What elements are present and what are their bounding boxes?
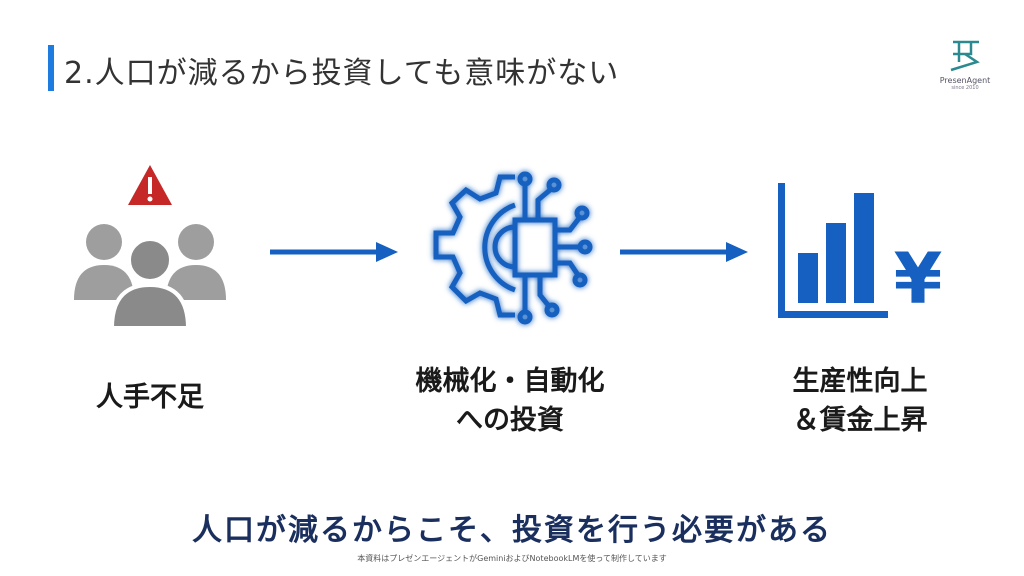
footer-credit: 本資料はプレゼンエージェントがGeminiおよびNotebookLMを使って制作…	[357, 554, 667, 563]
step-label-automation-investment: 機械化・自動化 への投資	[385, 362, 635, 440]
label-line: 人手不足	[96, 382, 204, 413]
label-line: ＆賃金上昇	[792, 405, 928, 437]
title-accent-bar	[48, 45, 54, 91]
step-label-productivity-wage: 生産性向上 ＆賃金上昇	[760, 362, 960, 440]
logo-name: PresenAgent	[939, 76, 991, 85]
label-line: への投資	[456, 405, 564, 437]
presenagent-logo-icon	[950, 40, 980, 72]
step-label-labor-shortage: 人手不足	[60, 378, 240, 417]
arrow-right-icon	[270, 242, 398, 262]
key-message: 人口が減るからこそ、投資を行う必要がある	[192, 513, 832, 548]
bar-chart-yen-icon: ¥	[778, 183, 943, 320]
svg-text:¥: ¥	[894, 238, 943, 320]
people-warning-icon	[74, 165, 226, 330]
arrow-right-icon	[620, 242, 748, 262]
label-line: 機械化・自動化	[415, 366, 605, 397]
label-line: 生産性向上	[792, 366, 928, 397]
logo: PresenAgent since 2010	[935, 36, 995, 91]
logo-since: since 2010	[951, 85, 979, 91]
gear-circuit-icon	[433, 171, 593, 325]
page-title: 2.人口が減るから投資しても意味がない	[64, 56, 620, 91]
